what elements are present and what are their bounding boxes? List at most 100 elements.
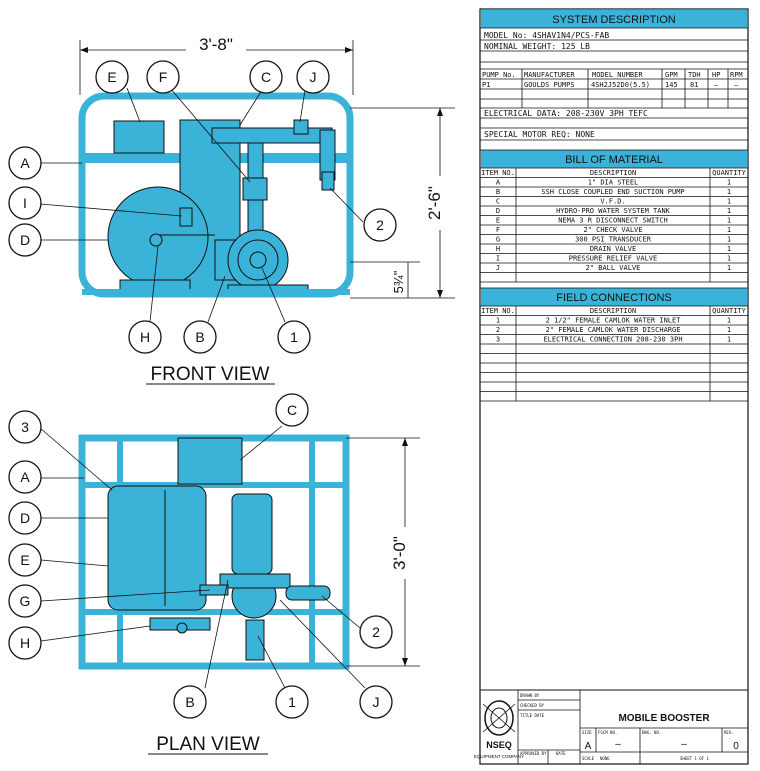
nominal-weight: NOMINAL WEIGHT: 125 LB [484, 42, 590, 51]
pipe-top [211, 127, 333, 144]
svg-text:A: A [20, 469, 30, 485]
dwg-no-label: DWG. NO. [642, 730, 661, 735]
bom-cell: 1 [727, 236, 731, 244]
drawing-title: MOBILE BOOSTER [618, 713, 710, 724]
size-value: A [585, 741, 592, 752]
bom-cell: E [496, 217, 500, 225]
approved-by-label: APPROVED BY [520, 751, 547, 756]
field-connections-column-header: QUANTITY [712, 307, 747, 315]
bom-cell: D [496, 207, 500, 215]
svg-text:J: J [373, 694, 380, 710]
pump-cell-hp: – [714, 81, 719, 89]
company-logo: NSEQ EQUIPMENT COMPANY [474, 700, 524, 759]
svg-text:I: I [23, 195, 27, 211]
field-connections-cell: 1 [727, 336, 731, 344]
fscm-value: – [615, 739, 621, 750]
callout-1-front: 1 [277, 320, 311, 354]
width-dimension: 3'-8" [199, 35, 233, 54]
bom-cell: H [496, 245, 500, 253]
bom-cell: 2" BALL VALVE [586, 264, 641, 272]
callout-a-plan: A [8, 460, 42, 494]
callout-f-front: F [146, 60, 180, 94]
pump-cell-pump-no: P1 [482, 81, 490, 89]
bom-cell: 1 [727, 217, 731, 225]
pump-cell-rpm: – [734, 81, 739, 89]
bom-cell: I [496, 255, 500, 263]
bill-of-material-header: BILL OF MATERIAL [565, 154, 663, 166]
svg-text:1: 1 [290, 329, 298, 345]
svg-text:D: D [20, 510, 30, 526]
depth-dimension: 3'-0" [390, 536, 409, 570]
svg-text:NSEQ: NSEQ [486, 740, 512, 750]
bom-cell: 1" DIA STEEL [588, 179, 639, 187]
bom-cell: J [496, 264, 500, 272]
svg-text:C: C [261, 69, 271, 85]
svg-text:3: 3 [21, 419, 29, 435]
svg-text:E: E [20, 552, 29, 568]
front-view-title: FRONT VIEW [151, 364, 270, 385]
bom-table: ITEM NO. DESCRIPTION QUANTITY A 1" DIA STEEL… [480, 167, 748, 283]
pump-front [227, 229, 289, 291]
pump-cell-model-number: 4SH2J52D0(5.5) [591, 81, 650, 89]
callout-c-front: C [249, 60, 283, 94]
bom-column-header: QUANTITY [712, 169, 747, 177]
bom-cell: 2" CHECK VALVE [583, 226, 642, 234]
fscm-label: FSCM NO. [598, 730, 617, 735]
bom-column-header: DESCRIPTION [590, 169, 636, 177]
special-motor: SPECIAL MOTOR REQ: NONE [484, 130, 595, 139]
field-connections-cell: 1 [727, 326, 731, 334]
bom-cell: 1 [727, 198, 731, 206]
check-valve-front [242, 177, 268, 201]
pump-cell-gpm: 145 [665, 81, 678, 89]
spec-sheet: SYSTEM DESCRIPTION MODEL No: 4SHAV1N4/PC… [474, 8, 749, 765]
callout-e-plan: E [8, 543, 42, 577]
rev-label: REV. [724, 730, 734, 735]
svg-text:B: B [185, 694, 194, 710]
callout-h-plan: H [8, 626, 42, 660]
svg-text:1: 1 [288, 694, 296, 710]
svg-text:G: G [20, 593, 31, 609]
bom-cell: 1 [727, 255, 731, 263]
callout-j-plan: J [359, 685, 393, 719]
bom-cell: 1 [727, 245, 731, 253]
bom-cell: V.F.D. [600, 198, 625, 206]
callout-e-front: E [95, 60, 129, 94]
bom-cell: 1 [727, 226, 731, 234]
callout-2-front: 2 [363, 208, 397, 242]
svg-text:J: J [310, 69, 317, 85]
callout-d-front: D [8, 223, 42, 257]
callout-a-front: A [8, 146, 42, 180]
bom-cell: A [496, 179, 501, 187]
pump-cell-tdh: 81 [690, 81, 698, 89]
electrical-data: ELECTRICAL DATA: 208-230V 3PH TEFC [484, 109, 648, 118]
sheet-number: SHEET 1 OF 1 [680, 756, 709, 761]
pump-col-gpm: GPM [665, 71, 678, 79]
vfd-plan [177, 437, 243, 485]
field-connections-cell: ELECTRICAL CONNECTION 208-230 3PH [543, 336, 682, 344]
callout-j-front: J [296, 60, 330, 94]
front-view: 3'-8" 2' [8, 35, 455, 385]
field-connections-header: FIELD CONNECTIONS [556, 292, 672, 304]
svg-text:H: H [140, 329, 150, 345]
height-dimension: 2'-6" [425, 186, 444, 220]
field-connections-column-header: DESCRIPTION [590, 307, 636, 315]
bom-cell: F [496, 226, 500, 234]
bom-column-header: ITEM NO. [481, 169, 515, 177]
system-description-header: SYSTEM DESCRIPTION [552, 14, 676, 26]
pump-col-hp: HP [712, 71, 720, 79]
callout-g-plan: G [8, 584, 42, 618]
field-connections-cell: 3 [496, 336, 500, 344]
bom-cell: PRESSURE RELIEF VALVE [569, 255, 658, 263]
bom-cell: G [496, 236, 500, 244]
bom-cell: 1 [727, 179, 731, 187]
title-date-label: TITLE DATE [520, 713, 545, 718]
pump-cell-manufacturer: GOULDS PUMPS [524, 81, 575, 89]
field-connections-cell: 2 [496, 326, 500, 334]
svg-text:A: A [20, 155, 30, 171]
model-number: MODEL No: 4SHAV1N4/PCS-FAB [484, 31, 609, 40]
field-connections-cell: 1 [727, 317, 731, 325]
svg-text:F: F [159, 69, 168, 85]
callout-2-plan: 2 [359, 615, 393, 649]
